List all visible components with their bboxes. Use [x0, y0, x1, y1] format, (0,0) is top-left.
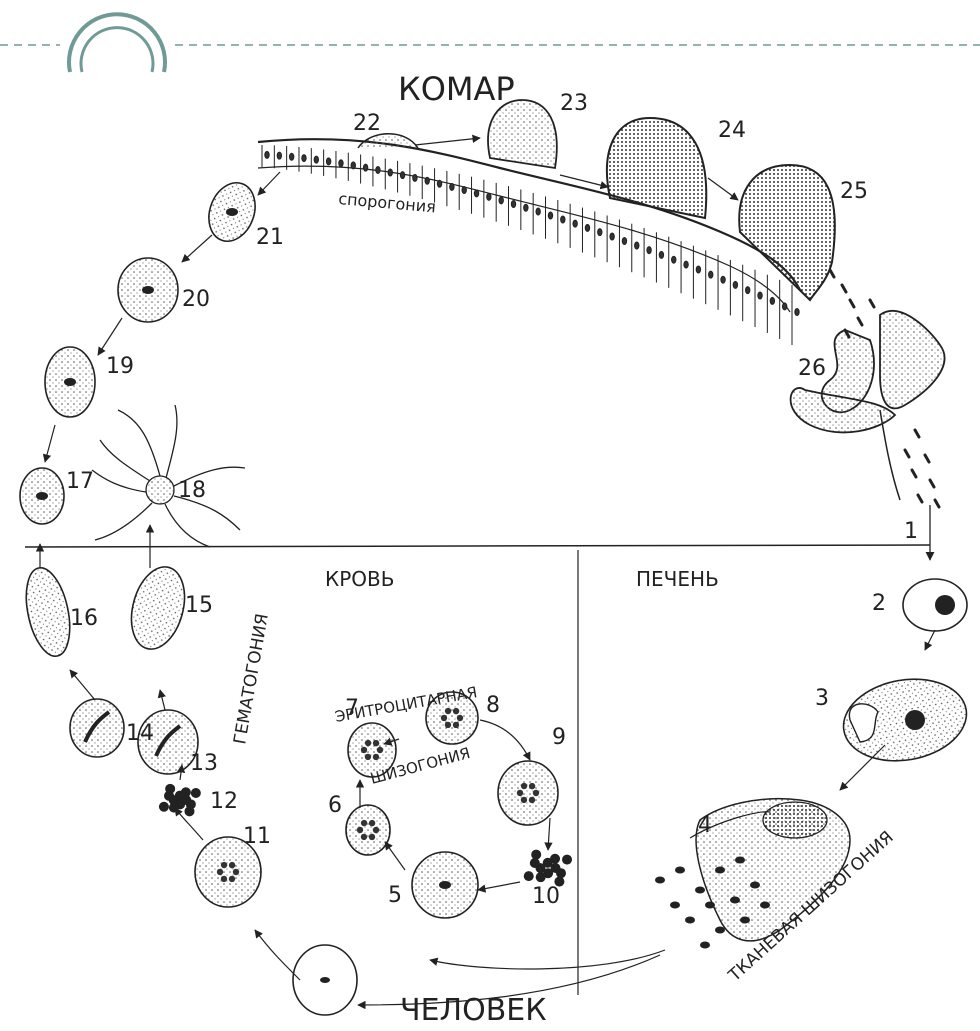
stage-number-23: 23	[560, 91, 588, 116]
label-blood: КРОВЬ	[325, 567, 394, 591]
merozoite	[675, 867, 685, 874]
cell-stage-19	[45, 347, 95, 417]
sporozoite	[915, 430, 919, 437]
label-human: ЧЕЛОВЕК	[400, 993, 547, 1028]
stage-number-17: 17	[66, 469, 94, 494]
stage-number-14: 14	[126, 721, 154, 746]
sporozoite	[925, 455, 929, 462]
cell-stage-5	[412, 852, 478, 918]
merozoite-cluster-10	[524, 850, 572, 887]
stage-number-20: 20	[182, 287, 210, 312]
stage-number-11: 11	[243, 824, 271, 849]
stage-number-13: 13	[190, 751, 218, 776]
stage-number-7: 7	[345, 696, 359, 721]
merozoite-cluster-12	[159, 784, 201, 816]
stage-number-6: 6	[328, 793, 342, 818]
sporozoite	[930, 480, 934, 487]
cell-stage-17	[20, 468, 64, 524]
sporozoite	[858, 318, 862, 325]
stage-number-15: 15	[185, 593, 213, 618]
merozoite	[715, 927, 725, 934]
merozoite	[730, 897, 740, 904]
stage-number-16: 16	[70, 606, 98, 631]
merozoite	[685, 917, 695, 924]
stage-number-18: 18	[178, 478, 206, 503]
merozoite	[760, 902, 770, 909]
stage-number-21: 21	[256, 225, 284, 250]
sporozoite	[905, 450, 909, 457]
stage-number-22: 22	[353, 111, 381, 136]
cell-stage-14	[70, 699, 124, 757]
oocyst-24	[607, 118, 706, 218]
sporozoite	[830, 270, 834, 277]
label-mosquito: КОМАР	[398, 70, 515, 108]
cell-stage-8	[426, 692, 478, 744]
merozoite	[670, 902, 680, 909]
merozoite	[735, 857, 745, 864]
merozoite	[705, 902, 715, 909]
cell-stage-2	[903, 579, 967, 631]
merozoite	[655, 877, 665, 884]
stage-number-19: 19	[106, 354, 134, 379]
cell-stage-6	[346, 805, 390, 855]
salivary-gland	[791, 311, 945, 560]
cell-stage-16	[19, 564, 77, 660]
cell-stage-7	[348, 723, 396, 777]
cell-stage-15	[123, 561, 193, 655]
stage-number-1: 1	[904, 519, 918, 544]
stage-number-4: 4	[698, 813, 712, 838]
sporozoite	[935, 500, 939, 507]
stage-number-2: 2	[872, 591, 886, 616]
stage-number-3: 3	[815, 686, 829, 711]
merozoite	[700, 942, 710, 949]
merozoite	[740, 917, 750, 924]
oocyst-25	[739, 165, 835, 300]
sporozoite	[912, 470, 916, 477]
microgamete-exflagellation-18	[92, 405, 245, 547]
label-hematogony: ГЕМАТОГОНИЯ	[230, 612, 273, 746]
merozoite	[750, 882, 760, 889]
stage-number-12: 12	[210, 789, 238, 814]
liver-tissue-stage-4	[655, 799, 850, 949]
sporozoite	[870, 300, 874, 307]
cell-stage-9	[498, 761, 558, 825]
sporozoite	[842, 285, 846, 292]
cell-human-erythrocyte	[293, 945, 357, 1015]
sporozoite	[918, 495, 922, 502]
stage-number-26: 26	[798, 356, 826, 381]
merozoite	[695, 887, 705, 894]
oocyst-23	[488, 100, 557, 168]
stage-number-9: 9	[552, 725, 566, 750]
sporozoite	[850, 300, 854, 307]
circle-arc-icon	[69, 14, 165, 72]
stage-number-24: 24	[718, 118, 746, 143]
stage-number-10: 10	[532, 884, 560, 909]
cell-stage-20	[118, 258, 178, 322]
mosquito-gut-epithelium	[258, 100, 835, 345]
stage-number-8: 8	[486, 693, 500, 718]
header-decoration	[0, 14, 980, 72]
stage-number-5: 5	[388, 883, 402, 908]
label-liver: ПЕЧЕНЬ	[636, 567, 719, 591]
merozoite	[715, 867, 725, 874]
stage-number-25: 25	[840, 179, 868, 204]
